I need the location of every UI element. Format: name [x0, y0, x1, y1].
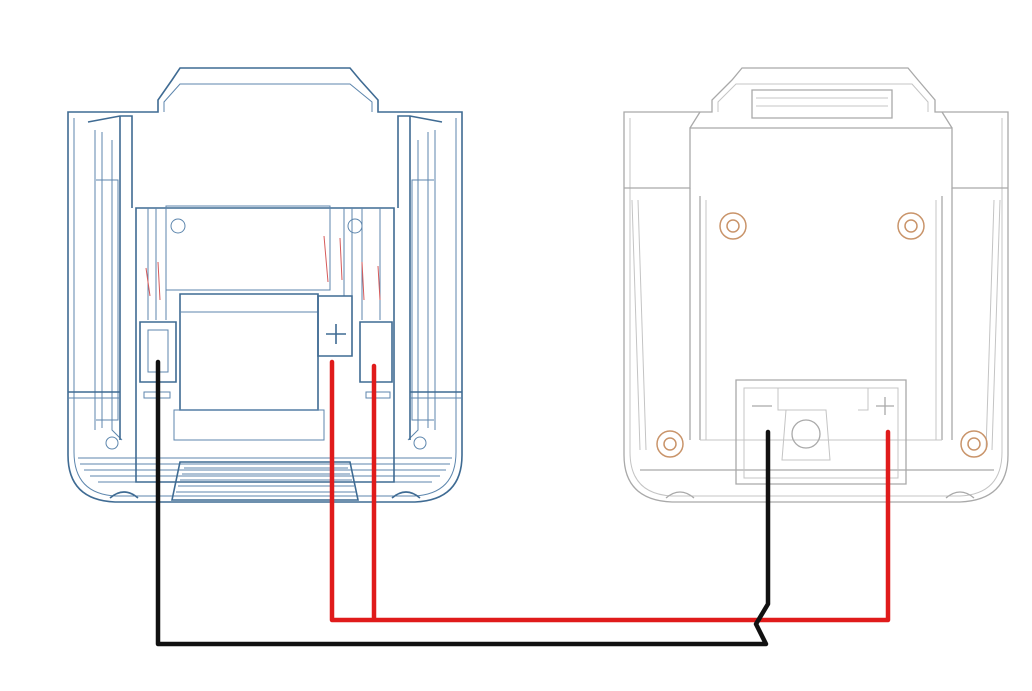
mounting-hole-icon [719, 212, 747, 240]
mounting-hole-icon [105, 436, 119, 450]
mounting-hole-icon [170, 218, 186, 234]
mounting-hole-icon [960, 430, 988, 458]
right-battery-mount [623, 67, 1009, 503]
negative-wire [155, 359, 771, 647]
mounting-hole-icon [347, 218, 363, 234]
mounting-hole-icon [897, 212, 925, 240]
plus-terminal-icon [876, 397, 894, 415]
positive-wire [329, 359, 891, 623]
mounting-hole-icon [413, 436, 427, 450]
mounting-hole-icon [656, 430, 684, 458]
left-battery-adapter [67, 67, 463, 503]
